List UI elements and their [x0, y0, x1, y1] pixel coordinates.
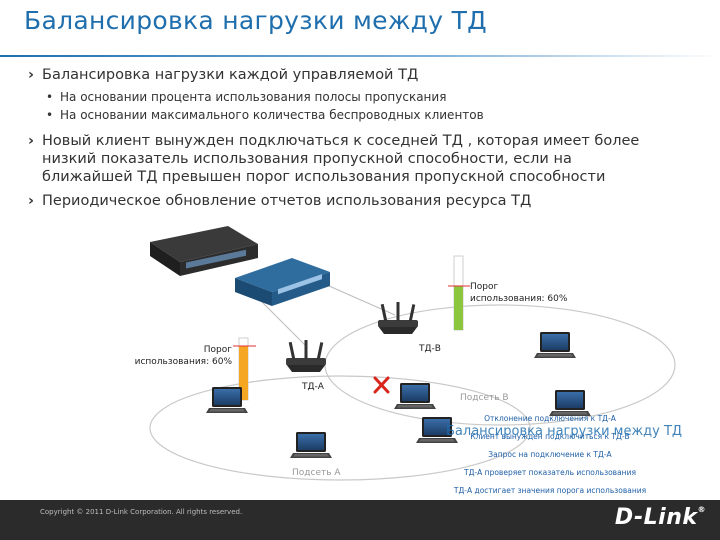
dlink-logo: D-Link®	[614, 505, 706, 530]
utilization-bar-a	[233, 337, 256, 401]
footer-bar: Copyright © 2011 D-Link Corporation. All…	[0, 500, 720, 540]
subnet-b-label: Подсеть B	[460, 393, 509, 403]
bullet-line: ближайшей ТД превышен порог использовани…	[42, 169, 606, 185]
laptop-icon	[206, 387, 248, 413]
reject-x-icon	[373, 376, 390, 394]
ap-b-label: ТД-B	[419, 344, 441, 354]
utilization-bar-b	[448, 255, 470, 331]
sub-bullet-text: На основании процента использования поло…	[60, 90, 447, 104]
event-item: Клиент вынужден подключиться к ТД-B	[470, 432, 630, 441]
event-item: ТД-A проверяет показатель использования	[464, 468, 636, 477]
chevron-right-icon: ›	[28, 193, 34, 209]
access-point-b-icon	[378, 302, 418, 334]
event-item: Запрос на подключение к ТД-A	[488, 450, 612, 459]
bullet-item: › Периодическое обновление отчетов испол…	[28, 192, 708, 210]
laptop-icon	[534, 332, 576, 358]
bullet-list: › Балансировка нагрузки каждой управляем…	[28, 66, 708, 214]
copyright-text: Copyright © 2011 D-Link Corporation. All…	[40, 508, 243, 516]
event-item: Отклонение подключения к ТД-A	[484, 414, 616, 423]
switch-icon	[150, 226, 258, 276]
network-diagram	[149, 226, 676, 481]
bullet-dot-icon: •	[46, 108, 54, 122]
bullet-item: › Новый клиент вынужден подключаться к с…	[28, 132, 708, 186]
link-line	[259, 299, 306, 346]
ap-a-label: ТД-A	[302, 382, 324, 392]
bullet-line: Новый клиент вынужден подключаться к сос…	[42, 133, 640, 149]
subnet-a-label: Подсеть A	[292, 468, 341, 478]
chevron-right-icon: ›	[28, 67, 34, 83]
title-divider	[0, 55, 720, 57]
laptop-icon	[290, 432, 332, 458]
bullet-line: низкий показатель использования пропускн…	[42, 151, 572, 167]
event-sequence: Отклонение подключения к ТД-A Клиент вын…	[430, 410, 670, 500]
sub-bullet-item: • На основании максимального количества б…	[28, 106, 708, 124]
sub-bullet-list: • На основании процента использования пол…	[28, 88, 708, 124]
laptop-icon	[394, 383, 436, 409]
access-point-a-icon	[286, 340, 326, 372]
slide-title: Балансировка нагрузки между ТД	[24, 6, 488, 35]
bullet-text: Периодическое обновление отчетов использ…	[42, 193, 532, 209]
sub-bullet-text: На основании максимального количества бе…	[60, 108, 484, 122]
threshold-b-label: Порог использования: 60%	[470, 282, 568, 304]
event-item: ТД-A достигает значения порога использов…	[453, 486, 647, 495]
controller-icon	[235, 258, 330, 306]
bullet-item: › Балансировка нагрузки каждой управляем…	[28, 66, 708, 84]
threshold-a-label: Порог использования: 60%	[134, 345, 232, 367]
subnet-a-ellipse	[149, 375, 531, 481]
chevron-right-icon: ›	[28, 133, 34, 149]
bullet-text: Балансировка нагрузки каждой управляемой…	[42, 67, 419, 83]
bullet-dot-icon: •	[46, 90, 54, 104]
overlay-title: Балансировка нагрузки между ТД	[446, 424, 683, 439]
sub-bullet-item: • На основании процента использования пол…	[28, 88, 708, 106]
subnet-b-ellipse	[324, 304, 676, 426]
